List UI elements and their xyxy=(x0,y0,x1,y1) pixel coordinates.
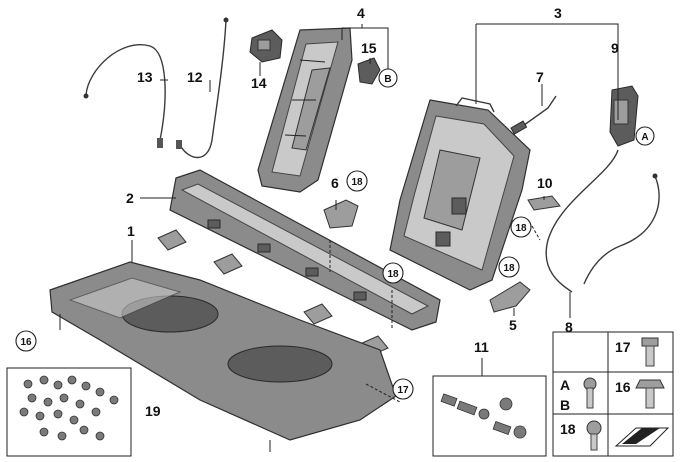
callout-4: 4 xyxy=(357,5,365,21)
svg-text:B: B xyxy=(384,74,391,85)
part-1-seat-tray xyxy=(49,261,397,452)
circled-a-right: A xyxy=(635,126,655,146)
bolt-16-icon xyxy=(635,379,665,409)
callout-5: 5 xyxy=(509,317,517,333)
fastener-legend: 17 A B 16 18 xyxy=(552,331,674,457)
part-9-latch xyxy=(609,85,639,147)
circled-18-b: 18 xyxy=(510,216,532,238)
callout-19: 19 xyxy=(145,403,161,419)
part-7-handle xyxy=(510,95,557,135)
callout-13: 13 xyxy=(137,69,153,85)
callout-2: 2 xyxy=(126,190,134,206)
part-3-backrest-frame-right xyxy=(389,97,531,291)
callout-1: 1 xyxy=(127,223,135,239)
cable-12 xyxy=(176,17,229,159)
callout-6: 6 xyxy=(331,175,339,191)
bolt-17-icon xyxy=(641,337,659,367)
part-14-lock xyxy=(249,29,283,63)
screw-18-icon xyxy=(586,420,602,451)
callout-10: 10 xyxy=(537,175,553,191)
part-15-bracket xyxy=(357,57,381,85)
part-4-backrest-frame-left xyxy=(257,27,353,193)
cable-8 xyxy=(545,149,660,293)
box-19-clip-set xyxy=(6,367,132,457)
circled-callouts: B A 18 18 18 18 16 17 xyxy=(15,68,655,400)
dashed-leaders xyxy=(329,225,541,403)
box-11-bolt-kit xyxy=(432,358,547,457)
circled-b-top: B xyxy=(378,68,398,88)
svg-text:18: 18 xyxy=(387,269,399,280)
part-6-bracket xyxy=(323,199,359,229)
legend-label-a: A xyxy=(560,377,570,393)
callout-11: 11 xyxy=(474,339,489,355)
callout-7: 7 xyxy=(536,69,544,85)
callout-3: 3 xyxy=(554,5,562,21)
callout-15: 15 xyxy=(361,40,377,56)
svg-text:16: 16 xyxy=(20,337,32,348)
legend-label-18: 18 xyxy=(560,421,576,437)
callout-12: 12 xyxy=(187,69,203,85)
svg-text:18: 18 xyxy=(503,263,515,274)
callout-14: 14 xyxy=(251,75,267,91)
leader-lines xyxy=(131,23,619,318)
callout-labels: 4 15 3 9 7 13 12 14 2 1 6 10 8 5 11 19 xyxy=(126,5,619,419)
svg-text:A: A xyxy=(641,132,648,143)
part-5-bracket xyxy=(489,281,531,313)
legend-label-16: 16 xyxy=(615,379,631,395)
reference-arrow-icon xyxy=(614,427,670,447)
circled-16: 16 xyxy=(15,330,37,352)
circled-18-c: 18 xyxy=(382,262,404,284)
circled-18-d: 18 xyxy=(498,256,520,278)
cable-13 xyxy=(83,44,166,148)
circled-17: 17 xyxy=(392,378,414,400)
svg-text:18: 18 xyxy=(515,223,527,234)
svg-text:18: 18 xyxy=(351,177,363,188)
part-2-cross-member xyxy=(157,169,441,357)
circled-18-a: 18 xyxy=(346,170,368,192)
screw-ab-icon xyxy=(583,377,597,409)
callout-9: 9 xyxy=(611,40,619,56)
legend-label-17: 17 xyxy=(615,339,631,355)
svg-text:17: 17 xyxy=(397,385,409,396)
callout-8: 8 xyxy=(565,319,573,335)
legend-label-b: B xyxy=(560,397,570,413)
